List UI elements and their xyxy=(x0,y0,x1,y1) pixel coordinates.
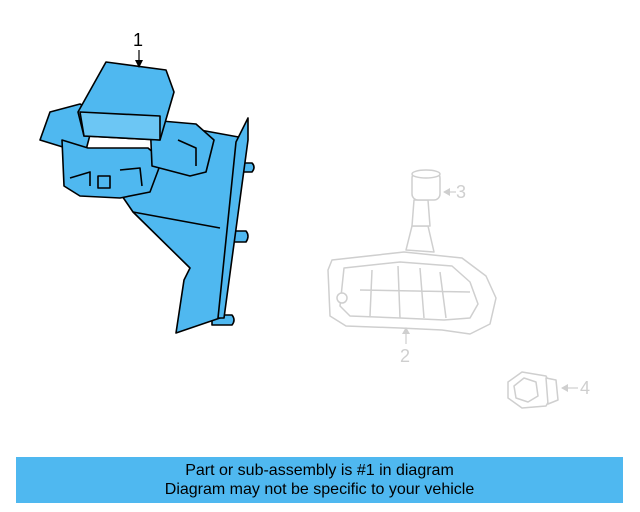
sensor-inner-outline xyxy=(339,261,479,321)
valve-cap-top xyxy=(411,169,441,179)
bracket-flange xyxy=(217,117,249,319)
housing-connector xyxy=(149,119,215,177)
callout-3: 3 xyxy=(443,182,466,202)
part-1-sensor-bracket[interactable] xyxy=(39,61,255,334)
nut-collar xyxy=(545,377,559,405)
nut-hex-face xyxy=(513,377,539,403)
sensor-body xyxy=(327,251,497,335)
housing-body xyxy=(61,139,163,199)
banner-line-part-number: Part or sub-assembly is #1 in diagram xyxy=(185,462,454,479)
svg-text:3: 3 xyxy=(456,182,466,202)
sensor-module-face xyxy=(79,111,161,141)
svg-text:1: 1 xyxy=(133,30,143,50)
svg-text:4: 4 xyxy=(580,378,590,398)
callout-1: 1 xyxy=(133,30,143,68)
info-banner: Part or sub-assembly is #1 in diagram Di… xyxy=(16,457,623,503)
sensor-port xyxy=(336,292,348,304)
svg-text:2: 2 xyxy=(400,346,410,366)
parts-diagram: 1 2 3 4 xyxy=(39,30,590,409)
valve-stem xyxy=(411,199,431,227)
callout-4: 4 xyxy=(561,378,590,398)
valve-stem-base xyxy=(405,225,435,253)
banner-line-disclaimer: Diagram may not be specific to your vehi… xyxy=(164,481,475,498)
part-4-valve-nut[interactable] xyxy=(507,371,559,409)
housing-detail-lines xyxy=(69,139,221,229)
callout-2: 2 xyxy=(400,327,410,366)
sensor-ribs xyxy=(359,265,471,319)
part-2-tpms-sensor[interactable] xyxy=(327,169,497,335)
